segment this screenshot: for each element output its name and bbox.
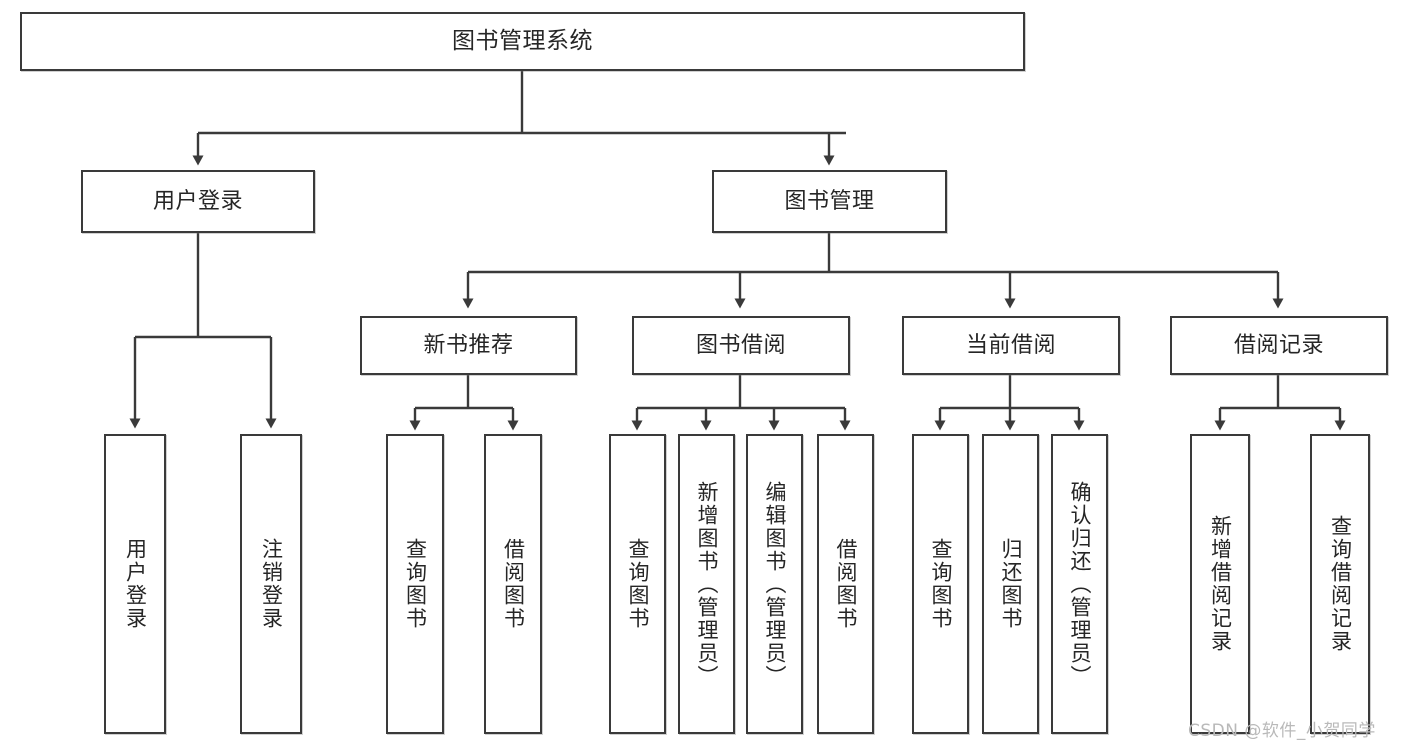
leaf-user-login-signout[interactable]: 注销登录: [240, 434, 302, 734]
node-label: 借阅图书: [834, 538, 859, 630]
leaf-new-book-query-book[interactable]: 查询图书: [386, 434, 444, 734]
csdn-watermark: CSDN @软件_小贺同学: [1188, 721, 1376, 741]
node-label: 借阅记录: [1233, 332, 1324, 358]
leaf-new-book-borrow-book[interactable]: 借阅图书: [484, 434, 542, 734]
node-label: 新书推荐: [423, 332, 514, 358]
node-label: 归还图书: [999, 538, 1024, 630]
node-label: 新增图书（管理员）: [695, 480, 720, 688]
node-label: 图书借阅: [695, 332, 786, 358]
node-user-login[interactable]: 用户登录: [81, 170, 315, 233]
node-label: 查询借阅记录: [1328, 515, 1353, 653]
node-label: 借阅图书: [501, 538, 526, 630]
node-label: 用户登录: [123, 538, 148, 630]
node-borrow-record[interactable]: 借阅记录: [1170, 316, 1388, 375]
node-book-borrow[interactable]: 图书借阅: [632, 316, 850, 375]
leaf-current-borrow-confirm-return-admin[interactable]: 确认归还（管理员）: [1051, 434, 1108, 734]
leaf-book-borrow-add-book-admin[interactable]: 新增图书（管理员）: [678, 434, 735, 734]
leaf-user-login-signin[interactable]: 用户登录: [104, 434, 166, 734]
leaf-current-borrow-query-book[interactable]: 查询图书: [912, 434, 969, 734]
node-label: 用户登录: [152, 188, 243, 214]
node-label: 当前借阅: [965, 332, 1056, 358]
node-book-management[interactable]: 图书管理: [712, 170, 947, 233]
node-label: 图书管理系统: [452, 27, 593, 54]
leaf-book-borrow-edit-book-admin[interactable]: 编辑图书（管理员）: [746, 434, 803, 734]
node-label: 编辑图书（管理员）: [763, 480, 788, 688]
node-current-borrow[interactable]: 当前借阅: [902, 316, 1120, 375]
leaf-borrow-record-add-record[interactable]: 新增借阅记录: [1190, 434, 1250, 734]
leaf-current-borrow-return-book[interactable]: 归还图书: [982, 434, 1039, 734]
node-label: 查询图书: [403, 538, 428, 630]
node-label: 注销登录: [259, 538, 284, 630]
leaf-book-borrow-borrow-book[interactable]: 借阅图书: [817, 434, 874, 734]
leaf-borrow-record-query-record[interactable]: 查询借阅记录: [1310, 434, 1370, 734]
node-label: 查询图书: [626, 538, 651, 630]
node-new-book-recommend[interactable]: 新书推荐: [360, 316, 577, 375]
node-root-book-management-system[interactable]: 图书管理系统: [20, 12, 1025, 71]
leaf-book-borrow-query-book[interactable]: 查询图书: [609, 434, 666, 734]
node-label: 新增借阅记录: [1208, 515, 1233, 653]
node-label: 确认归还（管理员）: [1068, 480, 1093, 688]
node-label: 图书管理: [784, 188, 875, 214]
node-label: 查询图书: [929, 538, 954, 630]
